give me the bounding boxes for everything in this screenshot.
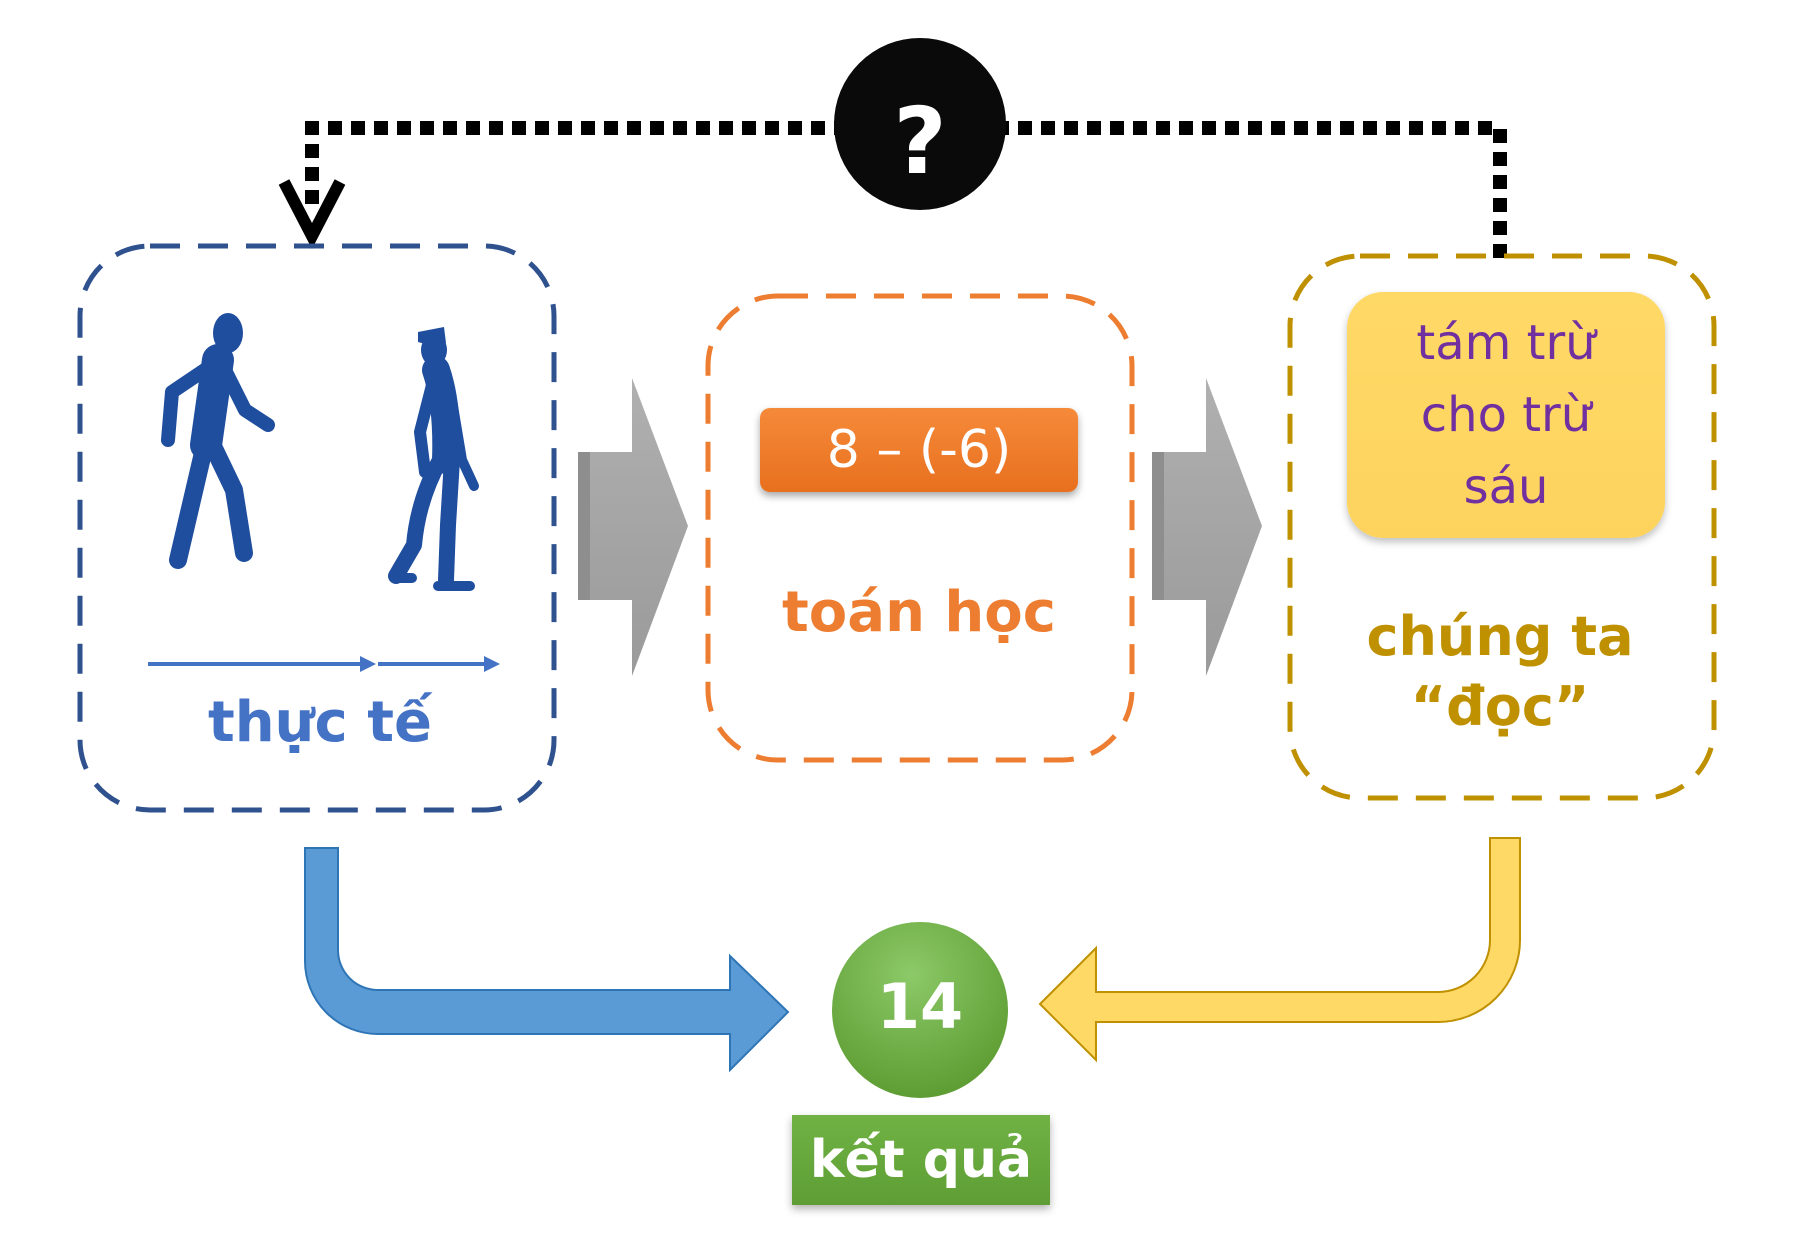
question-mark: ? <box>893 88 947 195</box>
reading-label-line-1: chúng ta <box>1366 605 1634 668</box>
expression-text: 8 – (-6) <box>826 420 1012 480</box>
reality-label: thực tế <box>208 690 432 755</box>
reading-line-1: tám trừ <box>1416 315 1596 371</box>
reading-box: tám trừ cho trừ sáu <box>1347 292 1665 538</box>
moonwalking-person-icon <box>388 327 479 591</box>
result-value: 14 <box>876 970 964 1043</box>
arrow-reality-to-result <box>304 847 790 1073</box>
expression-box: 8 – (-6) <box>760 408 1078 492</box>
reading-line-3: sáu <box>1463 459 1549 515</box>
reading-label-line-2: “đọc” <box>1410 675 1590 738</box>
math-frame <box>705 293 1135 763</box>
reading-line-2: cho trừ <box>1420 387 1592 443</box>
motion-arrows <box>148 656 500 672</box>
math-label: toán học <box>782 580 1056 645</box>
result-label-box: kết quả <box>792 1115 1050 1205</box>
arrow-reading-to-result <box>1038 837 1521 1063</box>
question-circle <box>834 38 1006 210</box>
arrow-math-to-reading <box>1152 378 1262 676</box>
reading-frame <box>1287 253 1717 801</box>
walking-person-icon <box>161 313 275 569</box>
arrow-reality-to-math <box>578 378 688 676</box>
reality-frame <box>77 243 557 813</box>
result-label: kết quả <box>809 1130 1033 1190</box>
result-circle <box>832 922 1008 1098</box>
